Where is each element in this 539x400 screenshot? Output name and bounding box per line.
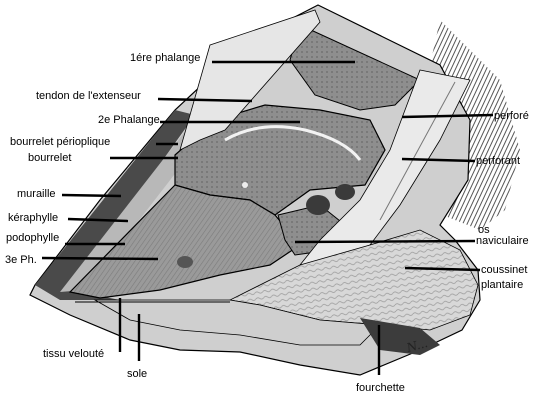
leader-os-naviculaire bbox=[295, 241, 475, 242]
navicular-dark-1 bbox=[306, 195, 330, 215]
label-coussinet: coussinet bbox=[481, 264, 527, 276]
label-plantaire: plantaire bbox=[481, 279, 523, 291]
label-2e-phalange: 2e Phalange bbox=[98, 114, 160, 126]
label-bourrelet-perioplique: bourrelet périoplique bbox=[10, 136, 110, 148]
label-3e-ph: 3e Ph. bbox=[5, 254, 37, 266]
leader-3e-ph bbox=[42, 258, 158, 259]
label-bourrelet: bourrelet bbox=[28, 152, 71, 164]
label-naviculaire: naviculaire bbox=[476, 235, 529, 247]
label-1ere-phalange: 1ére phalange bbox=[130, 52, 200, 64]
label-perforant: perforant bbox=[476, 155, 520, 167]
coffin-bone-foramen bbox=[177, 256, 193, 268]
label-perfore: perforé bbox=[494, 110, 529, 122]
label-podophylle: podophylle bbox=[6, 232, 59, 244]
label-fourchette: fourchette bbox=[356, 382, 405, 394]
label-keraphylle: kéraphylle bbox=[8, 212, 58, 224]
label-tissu-veloute: tissu velouté bbox=[43, 348, 104, 360]
navicular-dark-2 bbox=[335, 184, 355, 200]
joint-dot bbox=[242, 182, 248, 188]
label-sole: sole bbox=[127, 368, 147, 380]
leader-muraille bbox=[62, 195, 121, 196]
label-muraille: muraille bbox=[17, 188, 56, 200]
label-tendon-extenseur: tendon de l'extenseur bbox=[36, 90, 141, 102]
